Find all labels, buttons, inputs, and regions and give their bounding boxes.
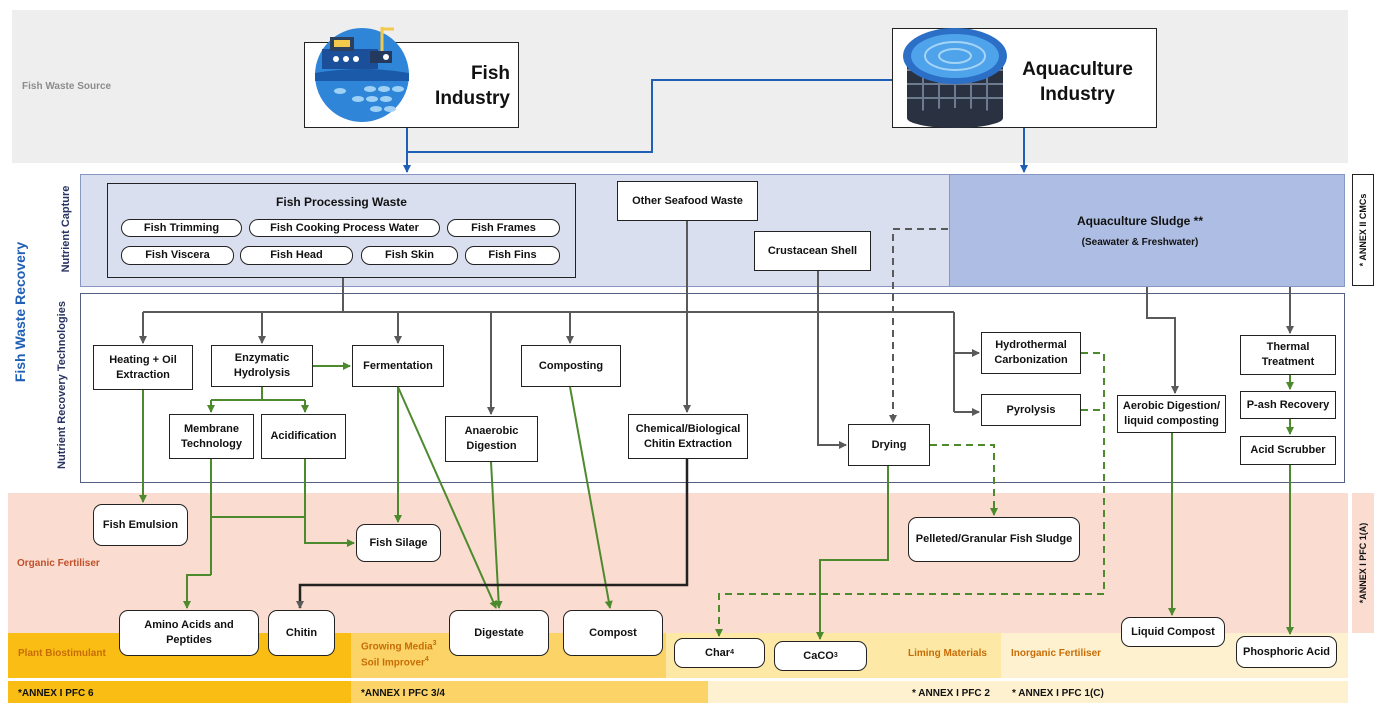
fermentation-box: Fermentation [352, 345, 444, 387]
side-fish-waste-recovery: Fish Waste Recovery [12, 241, 28, 383]
cat-growing-media: Growing Media3 Soil Improver4 [361, 640, 437, 669]
annex-pfc6: *ANNEX I PFC 6 [18, 688, 94, 699]
annex2-label: * ANNEX II CMCs [1358, 193, 1368, 267]
cat-inorganic: Inorganic Fertiliser [1011, 648, 1102, 659]
sludge-band [949, 174, 1345, 287]
footer-band-pfc1c [1001, 681, 1348, 703]
annex1a-label: *ANNEX I PFC 1(A) [1358, 522, 1368, 604]
item-fish-fins: Fish Fins [465, 246, 560, 265]
footer-band-pfc6 [8, 681, 351, 703]
annex1a-box [1352, 493, 1374, 633]
item-fish-trimming: Fish Trimming [121, 219, 242, 237]
source-label: Fish Waste Source [22, 81, 112, 92]
enzymatic-hydrolysis-box: Enzymatic Hydrolysis [211, 345, 313, 387]
item-fish-skin: Fish Skin [361, 246, 458, 265]
crustacean-shell-box: Crustacean Shell [754, 231, 871, 271]
fish-processing-waste-title: Fish Processing Waste [276, 195, 407, 209]
thermal-treatment-box: Thermal Treatment [1240, 335, 1336, 375]
item-fish-cooking-water: Fish Cooking Process Water [249, 219, 440, 237]
aquaculture-sludge-subtitle: (Seawater & Freshwater) [1081, 237, 1199, 248]
fishing-boat-icon [315, 27, 409, 122]
liquid-compost-box: Liquid Compost [1121, 617, 1225, 647]
cat-liming: Liming Materials [908, 648, 987, 659]
aerobic-digestion-box: Aerobic Digestion/ liquid composting [1117, 395, 1226, 433]
organic-label: Organic Fertiliser [17, 558, 100, 569]
heating-oil-extraction-box: Heating + Oil Extraction [93, 345, 193, 390]
aquaculture-sludge-title: Aquaculture Sludge ** [1076, 214, 1204, 228]
drying-box: Drying [848, 424, 930, 466]
p-ash-recovery-box: P-ash Recovery [1240, 391, 1336, 419]
item-fish-viscera: Fish Viscera [121, 246, 234, 265]
item-fish-frames: Fish Frames [447, 219, 560, 237]
amino-acids-box: Amino Acids and Peptides [119, 610, 259, 656]
membrane-technology-box: Membrane Technology [169, 414, 254, 459]
pyrolysis-box: Pyrolysis [981, 394, 1081, 426]
anaerobic-digestion-box: Anaerobic Digestion [445, 416, 538, 462]
fish-industry-label: Fish Industry [435, 63, 510, 109]
footer-band-pfc34 [351, 681, 708, 703]
chitin-extraction-box: Chemical/Biological Chitin Extraction [628, 414, 748, 459]
hydrothermal-carbonization-box: Hydrothermal Carbonization [981, 332, 1081, 374]
fish-emulsion-box: Fish Emulsion [93, 504, 188, 546]
annex-pfc34: *ANNEX I PFC 3/4 [361, 688, 445, 699]
aquaculture-tank-icon [903, 28, 1007, 128]
composting-box: Composting [521, 345, 621, 387]
other-seafood-waste-box: Other Seafood Waste [617, 181, 758, 221]
pelleted-fish-sludge-box: Pelleted/Granular Fish Sludge [908, 517, 1080, 562]
fish-silage-box: Fish Silage [356, 524, 441, 562]
cat-plant-biostimulant: Plant Biostimulant [18, 648, 106, 659]
acid-scrubber-box: Acid Scrubber [1240, 436, 1336, 465]
annex-pfc1c: * ANNEX I PFC 1(C) [1012, 688, 1104, 699]
footer-band-pfc2 [708, 681, 1001, 703]
item-fish-head: Fish Head [240, 246, 353, 265]
compost-box: Compost [563, 610, 663, 656]
acidification-box: Acidification [261, 414, 346, 459]
side-nutrient-capture: Nutrient Capture [60, 185, 72, 273]
side-nutrient-technologies: Nutrient Recovery Technologies [56, 301, 68, 469]
phosphoric-acid-box: Phosphoric Acid [1236, 636, 1337, 668]
chitin-box: Chitin [268, 610, 335, 656]
digestate-box: Digestate [449, 610, 549, 656]
annex2-box [1352, 174, 1374, 286]
annex-pfc2: * ANNEX I PFC 2 [912, 688, 990, 699]
aquaculture-industry-label: Aquaculture Industry [1022, 59, 1133, 105]
